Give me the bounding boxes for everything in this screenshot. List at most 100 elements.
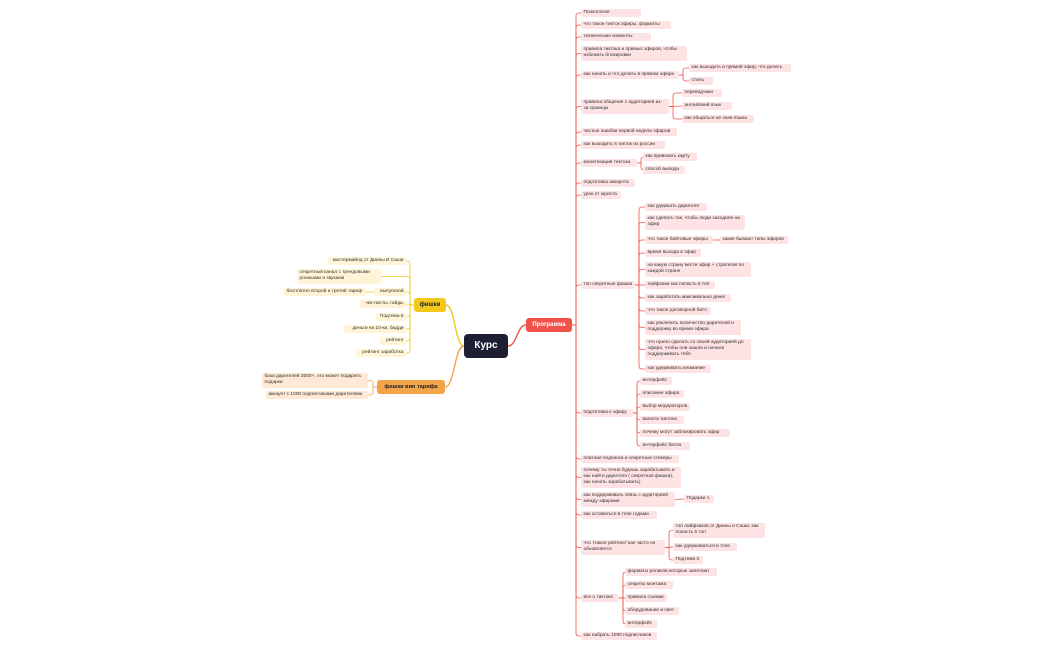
- connector-line: [572, 36, 581, 326]
- node-donor-base[interactable]: база дарителей 3000+, это может подарить…: [262, 373, 368, 388]
- node-translators[interactable]: переводчики: [682, 89, 722, 97]
- connector-line: [572, 324, 581, 460]
- node-how-start-style[interactable]: стиль: [689, 77, 713, 85]
- node-gifts1[interactable]: Подарки 1: [684, 495, 714, 503]
- node-attach-card[interactable]: как привязать карту: [643, 153, 697, 161]
- node-battle-interface[interactable]: интерфейс батла: [640, 442, 690, 450]
- connector-line: [633, 406, 641, 414]
- node-all-tiktok[interactable]: все о тиктоке: [581, 594, 619, 602]
- node-paid-sub[interactable]: платная подписка и секретные стикеры: [581, 455, 679, 463]
- node-top-hacks[interactable]: лайфхаки как попасть в топ: [645, 281, 715, 289]
- node-top-secret[interactable]: топ секретные фишки: [581, 281, 635, 289]
- branch-features[interactable]: фишки: [414, 298, 446, 312]
- node-rules-no-ban[interactable]: правила тиктока и прямых эфиров, чтобы и…: [581, 46, 687, 61]
- node-hold-attention[interactable]: как удерживать внимание: [645, 365, 711, 373]
- node-bait-streams[interactable]: что такое байтовые эфиры: [645, 236, 713, 244]
- connector-line: [572, 324, 581, 516]
- connector-line: [633, 412, 641, 421]
- node-arranged-battle[interactable]: что такое договорной батл: [645, 307, 711, 315]
- connector-line: [572, 194, 581, 326]
- connector-line: [633, 412, 641, 434]
- node-account-1000[interactable]: аккаунт с 1000 подписчиками дарителями: [266, 391, 368, 399]
- node-formats-viral[interactable]: форматы роликов которые залетают: [625, 568, 717, 576]
- connector-line: [633, 412, 641, 447]
- node-graduation[interactable]: выпускной: [374, 288, 406, 296]
- node-tech-moments[interactable]: технические моменты: [581, 33, 651, 41]
- node-no-language[interactable]: как общаться не зная языка: [682, 115, 754, 123]
- node-english[interactable]: английский язык: [682, 102, 732, 110]
- connector-line: [679, 67, 689, 76]
- node-topic5[interactable]: Подтема 5: [376, 313, 406, 321]
- node-gifts3[interactable]: Подтема 3: [673, 556, 703, 564]
- node-editing[interactable]: секреты монтажа: [625, 581, 673, 589]
- node-moderators[interactable]: выбор модераторов: [640, 403, 690, 411]
- node-make-join[interactable]: как сделать так, чтобы люди заходили на …: [645, 215, 745, 230]
- node-currency[interactable]: валюта тиктока: [640, 416, 684, 424]
- node-stream-prep[interactable]: подготовка к эфиру: [581, 409, 633, 417]
- node-bait-types[interactable]: какие бывают типы эфиров: [720, 236, 788, 244]
- connector-line: [572, 324, 581, 637]
- node-first-week-mistakes[interactable]: частые ошибки первой недели эфиров: [581, 128, 677, 136]
- node-lawyer[interactable]: урок от юриста: [581, 191, 621, 199]
- node-lives-games[interactable]: чек-листы, гайды: [360, 300, 406, 308]
- node-secret-channel[interactable]: секретный канал с трендовыми роликами и …: [297, 269, 381, 284]
- connector-line: [572, 53, 581, 326]
- connector-line: [444, 345, 465, 388]
- node-stay-top[interactable]: как оставаться в топе годами: [581, 511, 657, 519]
- node-money-10x[interactable]: деньги на 10-ки, бадди: [344, 325, 406, 333]
- node-monetization[interactable]: монетизация тиктока: [581, 159, 637, 167]
- node-psychology[interactable]: Психология: [581, 9, 641, 17]
- node-country-strategy[interactable]: на какую страну вести эфир + стратегия п…: [645, 262, 751, 277]
- node-foreign-rules[interactable]: правила общения с аудиторией из-за грани…: [581, 99, 669, 114]
- connector-line: [635, 206, 645, 286]
- connector-line: [572, 162, 581, 326]
- node-withdraw[interactable]: способ вывода: [643, 166, 685, 174]
- node-how-start-what[interactable]: как выходить в прямой эфир, что делать: [689, 64, 791, 72]
- branch-vip-features[interactable]: фишки вип тарифа: [377, 380, 445, 394]
- connector-line: [674, 498, 685, 500]
- node-audience-before[interactable]: что нужно сделать со своей аудиторией до…: [645, 339, 751, 360]
- node-earn-rating[interactable]: рейтинг заработка: [356, 349, 406, 357]
- node-what-is-tiktok[interactable]: что такое тикток эфиры, форматы: [581, 21, 671, 29]
- connector-line: [572, 74, 581, 326]
- node-from-russia[interactable]: как выходить в тикток из россии: [581, 141, 665, 149]
- node-keep-donors[interactable]: как удержать дарителя: [645, 203, 707, 211]
- node-why-earn[interactable]: почему ты точно будешь зарабатывать и ка…: [581, 467, 681, 488]
- connector-line: [381, 276, 414, 306]
- connector-line: [572, 324, 581, 478]
- node-earn-max[interactable]: как заработать максимально денег: [645, 294, 731, 302]
- node-rating[interactable]: что ттакое рейтинг/ как часто он обновля…: [581, 540, 665, 555]
- node-equipment[interactable]: оборудование и свет: [625, 607, 679, 615]
- node-stream-time[interactable]: время выхода в эфир: [645, 249, 701, 257]
- connector-line: [572, 284, 581, 326]
- branch-program[interactable]: Программа: [526, 318, 572, 332]
- node-how-start[interactable]: как начать и что делать в прямом эфире: [581, 71, 679, 79]
- node-keep-contact[interactable]: как поддерживать связь с аудиторией межд…: [581, 492, 675, 507]
- connector-line: [572, 182, 581, 326]
- connector-line: [572, 131, 581, 326]
- node-more-donors[interactable]: как увеличить количество дарителей и под…: [645, 320, 741, 335]
- node-masterclass[interactable]: мастермайнд от Дианы И Саши: [328, 257, 406, 265]
- connector-line: [406, 304, 414, 354]
- node-interface2[interactable]: интерфейс: [625, 620, 657, 628]
- connector-line: [572, 24, 581, 326]
- node-feature-rating[interactable]: рейтинг: [380, 337, 406, 345]
- node-shooting-rules[interactable]: правила съемки: [625, 594, 667, 602]
- root-node-course[interactable]: Курс: [464, 334, 508, 358]
- node-followers[interactable]: как набрать 1000 подписчиков: [581, 632, 657, 640]
- connector-line: [635, 284, 645, 328]
- node-free-tariffs[interactable]: бесплатно второй и третий тариф: [284, 288, 366, 296]
- node-why-block[interactable]: почему могут заблокировать эфир: [640, 429, 730, 437]
- connector-line: [665, 530, 673, 548]
- node-how-stay[interactable]: как удерживаться в топе: [673, 543, 737, 551]
- connector-line: [635, 284, 645, 350]
- connector-line: [572, 12, 581, 326]
- node-stream-desc[interactable]: описание эфира: [640, 390, 684, 398]
- connector-line: [406, 260, 414, 306]
- connector-line: [368, 380, 377, 388]
- node-interface[interactable]: интерфейс: [640, 377, 672, 385]
- node-account-prep[interactable]: подготовка аккаунта: [581, 179, 635, 187]
- node-top-hacks2[interactable]: топ лайфхаков от Дианы и Саши, как попас…: [673, 523, 765, 538]
